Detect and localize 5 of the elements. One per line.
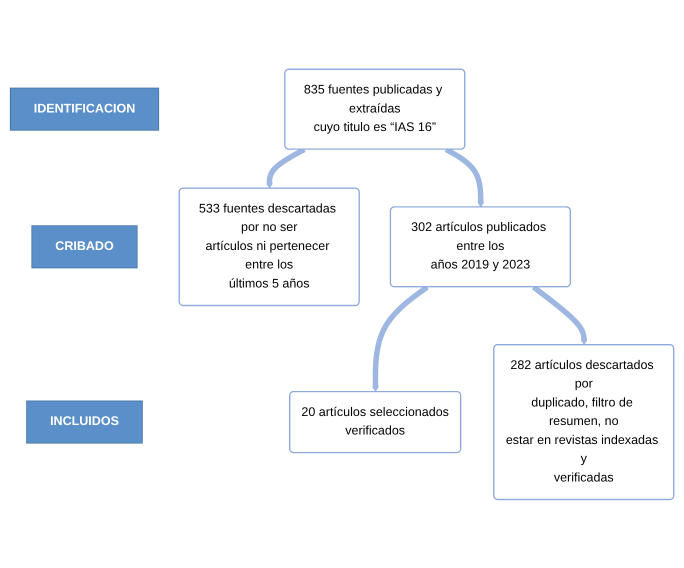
arrow: [372, 284, 429, 392]
node-box: CRIBADO: [31, 224, 138, 268]
arrow: [532, 284, 588, 345]
node-box: IDENTIFICACION: [10, 87, 160, 130]
node-box: INCLUIDOS: [26, 400, 143, 444]
